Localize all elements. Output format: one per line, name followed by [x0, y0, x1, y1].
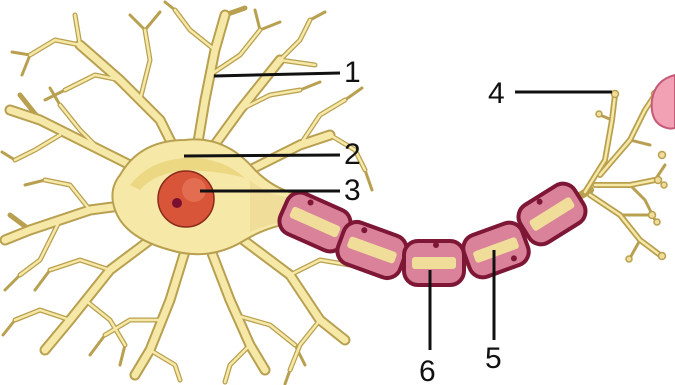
nucleolus — [172, 198, 182, 208]
label-4: 4 — [488, 77, 505, 110]
nucleus-circle — [158, 171, 214, 227]
myelin-sheath-2 — [333, 218, 410, 282]
target-cell — [652, 75, 675, 129]
label-1: 1 — [344, 56, 361, 89]
label-2: 2 — [344, 138, 361, 171]
label-6: 6 — [419, 355, 436, 385]
leader-line-2 — [184, 155, 340, 156]
myelin-sheath-3 — [404, 241, 464, 285]
label-5: 5 — [485, 342, 502, 375]
leader-line-1 — [214, 73, 340, 76]
axon — [275, 178, 591, 285]
label-3: 3 — [344, 174, 361, 207]
axon-terminals-fill — [585, 95, 660, 255]
axon-terminals — [585, 95, 665, 258]
nucleus — [158, 171, 214, 227]
